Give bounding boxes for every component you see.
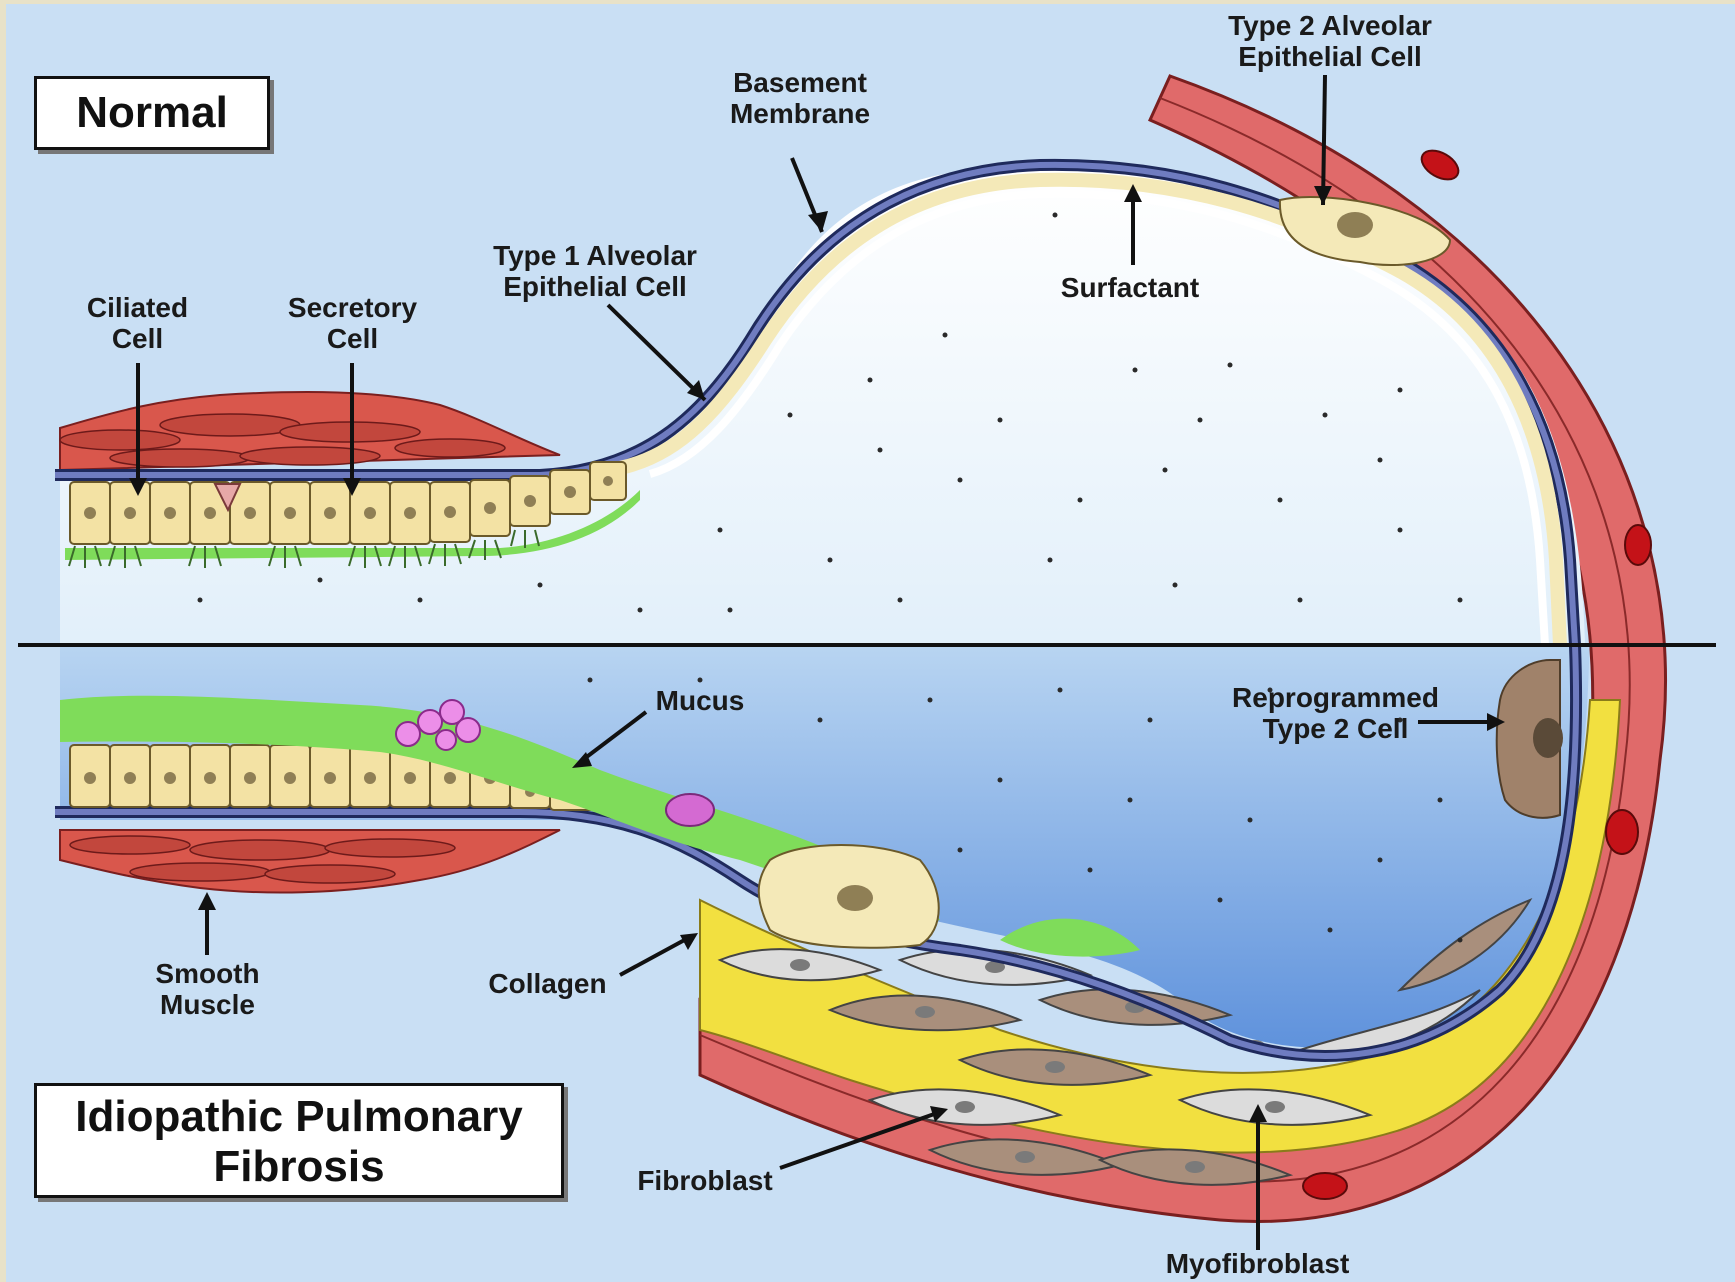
label-type2-alveolar-cell: Type 2 Alveolar Epithelial Cell: [1195, 10, 1465, 72]
label-ciliated-cell: Ciliated Cell: [70, 292, 205, 354]
label-mucus: Mucus: [640, 685, 760, 716]
label-surfactant: Surfactant: [1040, 272, 1220, 303]
label-type1-alveolar-cell: Type 1 Alveolar Epithelial Cell: [470, 240, 720, 302]
purple-cell: [666, 794, 714, 826]
label-myofibroblast: Myofibroblast: [1150, 1248, 1365, 1279]
label-smooth-muscle: Smooth Muscle: [135, 958, 280, 1020]
panel-title-ipf: Idiopathic Pulmonary Fibrosis: [34, 1083, 564, 1198]
frame-edge-left: [0, 0, 6, 1282]
frame-edge-top: [0, 0, 1735, 4]
label-fibroblast: Fibroblast: [625, 1165, 785, 1196]
label-collagen: Collagen: [480, 968, 615, 999]
label-reprogrammed-type2-cell: Reprogrammed Type 2 Cell: [1218, 682, 1453, 744]
label-secretory-cell: Secretory Cell: [270, 292, 435, 354]
label-basement-membrane: Basement Membrane: [705, 67, 895, 129]
panel-title-normal: Normal: [34, 76, 270, 150]
